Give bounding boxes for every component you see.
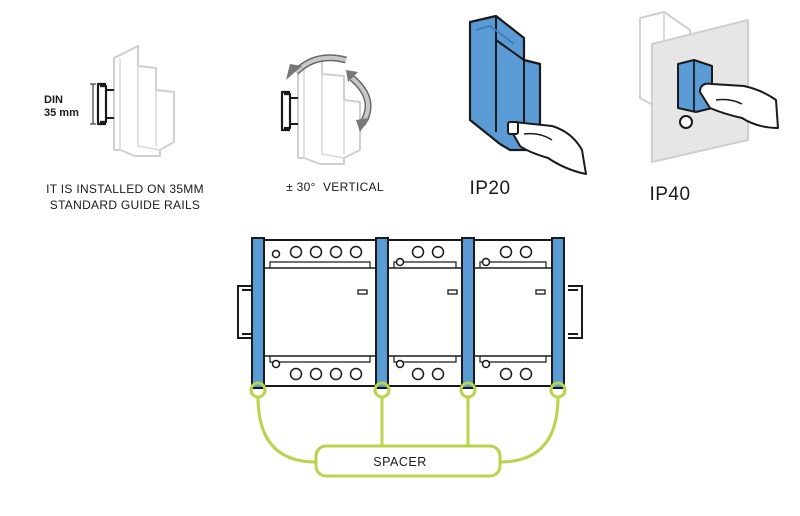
module-outline-light [113,45,175,157]
terminal-screws-bottom [271,359,533,381]
spacer-label-box [314,444,502,478]
orientation-illustration [280,54,372,165]
din-label: DIN [44,94,63,106]
blue-spacers [251,237,565,389]
ip20-caption: IP20 [469,178,511,199]
spacer-4 [551,237,565,389]
ip40-illustration [639,11,779,163]
finger-press-icon [699,82,779,129]
spacer-1 [251,237,265,389]
din-rail-illustration [90,45,175,157]
orientation-caption: ± 30° VERTICAL [286,180,384,194]
spacer-callout [249,381,567,478]
spacer-2 [375,237,389,389]
rotate-arrows-icon [286,54,372,132]
install-caption: IT IS INSTALLED ON 35MM STANDARD GUIDE R… [10,181,240,213]
din-size-label: 35 mm [44,107,79,119]
module-1 [263,239,377,387]
din-rail-icon [280,90,292,132]
install-caption-line2: STANDARD GUIDE RAILS [49,198,201,213]
module-assembly [237,237,583,478]
din-rail-icon [96,82,108,126]
spacer-3 [461,237,475,389]
ip20-illustration [468,14,587,175]
din-rail-bracket-left [237,285,252,339]
din-rail-bracket-right [568,285,583,339]
terminal-screws-top [271,245,533,267]
spacer-caption: SPACER [373,455,427,469]
ip40-caption: IP40 [649,184,691,205]
install-caption-line1: IT IS INSTALLED ON 35MM [46,182,204,196]
